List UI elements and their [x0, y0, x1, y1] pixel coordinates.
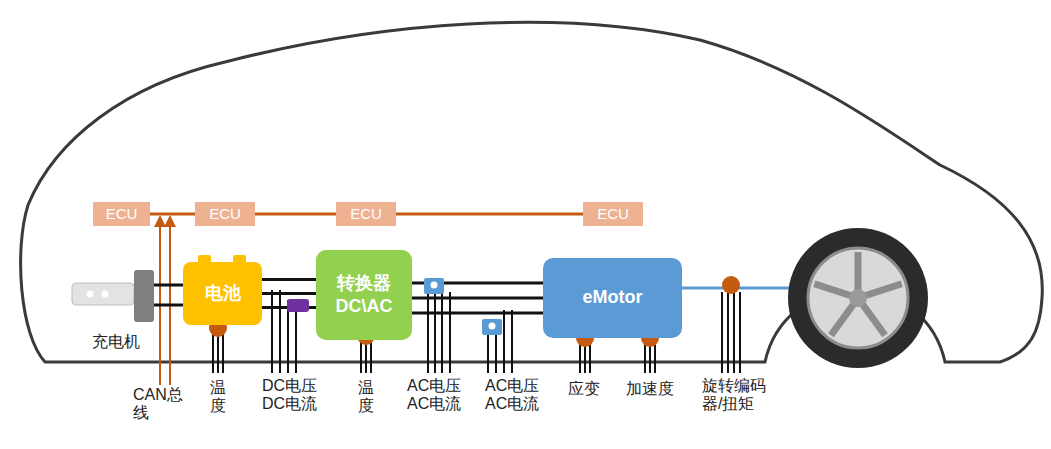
node-text: ECU [209, 204, 241, 224]
sensor-label: AC电压 AC电流 [485, 377, 559, 414]
sensor-label: 旋转编码器/扭矩 [702, 377, 770, 414]
node-text: DC\AC [336, 295, 393, 318]
dc-sensor [287, 299, 309, 312]
node-text: eMotor [583, 286, 643, 309]
ac-sensor [424, 278, 444, 294]
node-text: ECU [350, 204, 382, 224]
motor-shaft [682, 287, 800, 290]
charger-label: 充电机 [92, 333, 140, 351]
sensor-label: 温度 [358, 379, 374, 414]
plug-pin [87, 291, 94, 298]
node-text: ECU [597, 204, 629, 224]
car-outline [21, 22, 1043, 362]
node-text: ECU [106, 204, 138, 224]
motor-box: eMotor [543, 258, 682, 338]
sensor-label: 应变 [568, 380, 600, 398]
can-bus [255, 213, 336, 216]
converter-box: 转换器DC\AC [316, 250, 412, 340]
wheel [788, 228, 928, 368]
node-text: 转换器 [337, 272, 391, 295]
ecu-box: ECU [336, 202, 396, 226]
can-bus-line [169, 221, 171, 385]
ecu-box: ECU [583, 202, 643, 226]
node-text: 电池 [205, 282, 241, 305]
sensor-label: 加速度 [626, 380, 674, 398]
sensor-label: 温度 [210, 379, 226, 414]
sensor-label: DC电压 DC电流 [262, 377, 336, 414]
can-bus [150, 213, 195, 216]
can-bus [396, 213, 583, 216]
sensor-label: AC电压 AC电流 [407, 377, 481, 414]
charge-wire [154, 284, 184, 287]
plug-pin [102, 291, 109, 298]
encoder-sensor [722, 276, 740, 294]
can-bus-line [159, 221, 161, 385]
ecu-box: ECU [195, 202, 255, 226]
ac-sensor-core [431, 282, 438, 289]
ac-sensor [482, 319, 502, 335]
charge-wire [154, 304, 184, 307]
charger-socket [134, 270, 154, 322]
battery-box: 电池 [183, 262, 262, 325]
charger-plug [72, 283, 134, 305]
can-bus-label: CAN总线 [133, 386, 185, 423]
ecu-box: ECU [93, 202, 150, 226]
ac-sensor-core [489, 323, 496, 330]
